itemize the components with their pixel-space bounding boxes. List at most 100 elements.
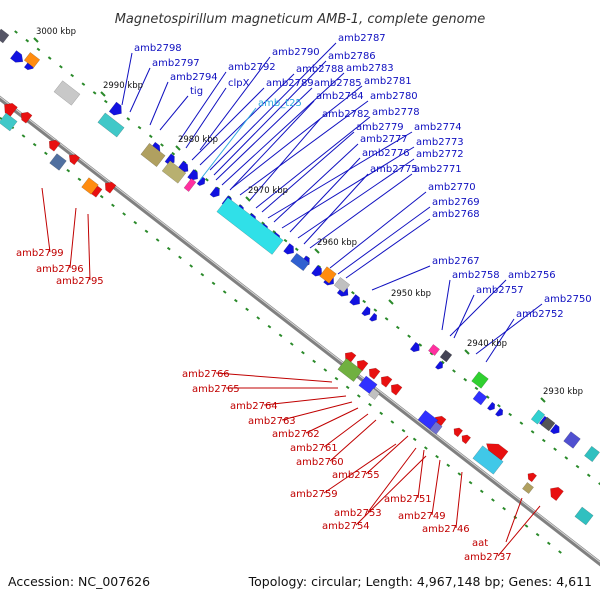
forward-gene-box <box>530 409 546 425</box>
forward-gene-label: amb2777 <box>360 134 408 145</box>
forward-gene-label: clpX <box>228 78 250 89</box>
forward-gene-label: amb2772 <box>416 149 464 160</box>
forward-gene-arrow <box>486 401 496 411</box>
forward-gene-label: amb2780 <box>370 91 418 102</box>
track-dash <box>390 420 395 424</box>
track-dash <box>524 524 529 528</box>
reverse-gene-arrow <box>68 154 81 166</box>
track-dash <box>440 360 445 365</box>
track-dash <box>189 264 194 268</box>
kbp-tick-label: 2950 kbp <box>391 289 431 299</box>
track-dash <box>424 446 428 450</box>
forward-gene-label: amb2767 <box>432 256 480 267</box>
track-dash <box>373 308 378 312</box>
topology-text: Topology: circular; Length: 4,967,148 bp… <box>248 574 592 589</box>
track-dash <box>412 437 417 442</box>
reverse-gene-arrow <box>461 434 472 445</box>
forward-gene-label: amb2794 <box>170 72 218 83</box>
forward-gene-box <box>563 431 581 449</box>
track-dash <box>137 125 142 130</box>
forward-gene-label: amb2769 <box>432 197 480 208</box>
forward-label-leader <box>199 56 271 151</box>
forward-label-leader <box>159 95 189 131</box>
reverse-gene-arrow <box>20 111 33 124</box>
forward-label-leader <box>289 157 361 233</box>
track-dash <box>283 238 288 243</box>
track-dash <box>356 394 361 398</box>
track-dash <box>171 151 176 156</box>
reverse-label-leader <box>355 455 427 526</box>
gene-features <box>0 28 600 567</box>
track-dash <box>21 134 26 138</box>
reverse-gene-label: amb2753 <box>334 508 382 519</box>
track-dash <box>452 369 456 373</box>
forward-gene-arrow <box>283 243 294 255</box>
forward-gene-box <box>428 344 440 356</box>
reverse-label-leader <box>281 401 353 421</box>
track-dash <box>14 30 18 34</box>
track-dash <box>535 532 540 537</box>
forward-gene-arrow <box>494 407 504 417</box>
forward-label-leader <box>191 87 265 161</box>
track-dash <box>429 351 434 356</box>
forward-gene-label: amb2770 <box>428 182 476 193</box>
forward-label-leader <box>297 158 415 239</box>
track-dash <box>558 550 562 554</box>
reverse-gene-label: amb2799 <box>16 248 64 259</box>
track-dash <box>81 82 86 86</box>
reverse-gene-arrow <box>527 472 538 483</box>
track-dash <box>245 307 249 312</box>
tick-mark <box>100 91 106 97</box>
track-dash <box>36 47 41 52</box>
reverse-gene-arrow <box>550 486 564 502</box>
reverse-gene-label: amb2759 <box>290 489 338 500</box>
reverse-gene-arrow <box>368 367 381 380</box>
track-dash <box>25 38 30 43</box>
track-dash <box>294 247 299 252</box>
forward-gene-label: amb2778 <box>372 107 420 118</box>
reverse-label-leader <box>497 505 541 557</box>
reverse-label-leader <box>505 497 523 543</box>
track-dash <box>457 472 462 476</box>
track-dash <box>362 299 367 304</box>
reverse-gene-arrow <box>48 139 61 152</box>
track-dash <box>99 194 104 199</box>
track-dash <box>541 438 546 443</box>
forward-gene-box <box>0 28 10 44</box>
forward-gene-box <box>290 252 310 272</box>
forward-gene-label: amb2781 <box>364 76 412 87</box>
reverse-gene-label: amb2764 <box>230 401 278 412</box>
forward-gene-label: amb2786 <box>328 51 376 62</box>
track-dash <box>160 143 164 147</box>
tick-mark <box>314 248 320 254</box>
reverse-gene-box <box>417 410 439 430</box>
forward-label-leader <box>453 294 475 339</box>
reverse-gene-box <box>81 177 99 195</box>
forward-label-leader <box>267 131 413 219</box>
track-dash <box>122 212 126 216</box>
track-dash <box>278 333 283 338</box>
reverse-label-leader <box>455 471 463 529</box>
track-dash <box>234 298 238 303</box>
forward-gene-box <box>439 349 453 363</box>
reverse-gene-label: amb2762 <box>272 429 320 440</box>
track-dash <box>446 463 451 468</box>
forward-gene-label: amb2773 <box>416 137 464 148</box>
forward-gene-label: amb2785 <box>314 78 362 89</box>
reverse-gene-label: amb2796 <box>36 264 84 275</box>
track-dash <box>463 377 468 382</box>
reverse-gene-arrow <box>380 375 393 388</box>
forward-gene-arrow <box>361 306 371 317</box>
accession-text: Accession: NC_007626 <box>8 574 150 589</box>
forward-label-leader <box>231 85 363 189</box>
forward-label-leader <box>441 279 451 331</box>
forward-gene-label: amb2783 <box>346 63 394 74</box>
forward-label-leader <box>371 265 431 291</box>
reverse-gene-box <box>472 445 504 475</box>
kbp-tick-label: 2970 kbp <box>248 186 288 196</box>
reverse-gene-label: amb2760 <box>296 457 344 468</box>
track-dash <box>126 117 131 121</box>
reverse-gene-label: aat <box>472 538 488 549</box>
reverse-label-leader <box>417 449 425 499</box>
